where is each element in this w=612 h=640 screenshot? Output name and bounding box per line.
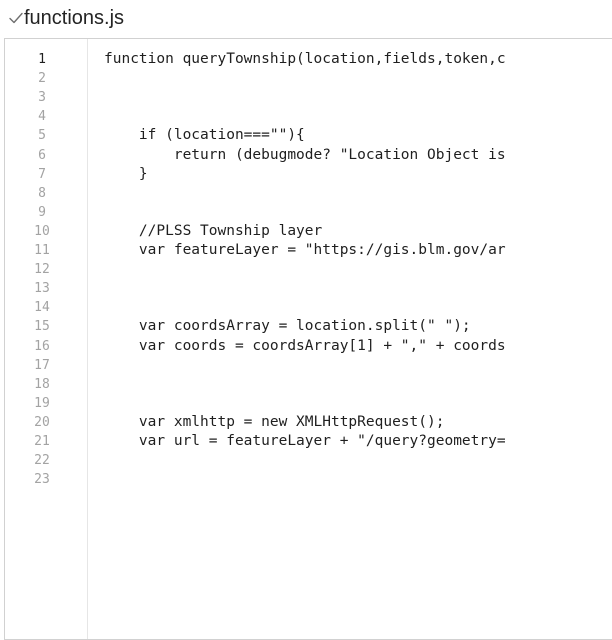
line-number: 8 (38, 185, 46, 201)
line-number: 19 (34, 395, 50, 411)
line-number: 3 (38, 90, 46, 106)
line-number: 23 (34, 472, 50, 488)
code-line[interactable]: return (debugmode? "Location Object is (104, 146, 506, 163)
line-number: 11 (34, 243, 50, 258)
line-number: 12 (34, 262, 50, 278)
line-number: 7 (38, 166, 46, 182)
line-number: 5 (38, 128, 46, 144)
line-number: 21 (34, 434, 50, 449)
file-name[interactable]: functions.js (24, 7, 125, 29)
line-number: 10 (34, 223, 50, 239)
code-line[interactable]: //PLSS Township layer (104, 222, 323, 239)
file-header: functions.js (0, 0, 612, 38)
code-line[interactable]: var featureLayer = "https://gis.blm.gov/… (104, 242, 506, 258)
line-number: 2 (38, 71, 46, 87)
code-line[interactable]: var coordsArray = location.split(" "); (104, 318, 471, 335)
checkmark-icon (9, 12, 23, 24)
line-number: 1 (38, 52, 46, 67)
line-number: 20 (34, 414, 50, 430)
code-line[interactable]: var url = featureLayer + "/query?geometr… (104, 433, 506, 449)
line-number: 14 (34, 300, 50, 316)
line-number: 9 (38, 204, 46, 220)
line-number: 13 (34, 281, 50, 297)
line-number: 4 (38, 109, 46, 125)
line-number: 16 (34, 338, 50, 354)
line-number: 18 (34, 376, 50, 392)
code-line[interactable]: if (location===""){ (104, 127, 305, 144)
code-line[interactable]: var coords = coordsArray[1] + "," + coor… (104, 337, 506, 354)
line-number: 17 (34, 357, 50, 373)
code-area[interactable]: function queryTownship(location,fields,t… (88, 39, 612, 639)
code-line[interactable]: function queryTownship(location,fields,t… (104, 51, 506, 67)
line-number: 15 (34, 319, 50, 335)
code-line[interactable]: var xmlhttp = new XMLHttpRequest(); (104, 413, 445, 430)
line-number: 6 (38, 147, 46, 163)
code-line[interactable]: } (104, 165, 148, 182)
line-number: 22 (34, 453, 50, 469)
